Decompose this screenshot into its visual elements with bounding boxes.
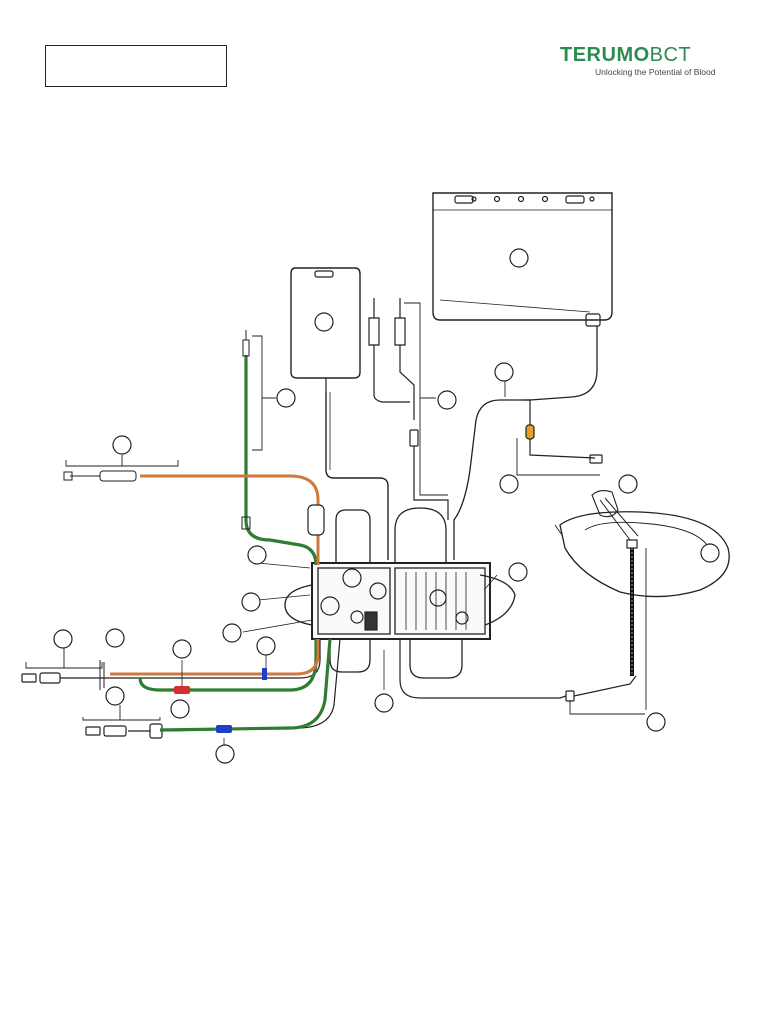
logo-brand-primary: TERUMO xyxy=(560,44,650,66)
terumo-bct-logo: TERUMOBCT Unlocking the Potential of Blo… xyxy=(560,44,730,77)
title-box xyxy=(45,45,227,87)
orange-tube xyxy=(140,474,320,565)
logo-brand-secondary: BCT xyxy=(649,44,692,66)
plasma-bag xyxy=(432,192,613,321)
cassette xyxy=(311,562,491,640)
logo-tagline: Unlocking the Potential of Blood xyxy=(595,67,716,77)
collection-bag xyxy=(290,267,361,379)
green-tube xyxy=(244,355,318,566)
logo-wordmark: TERUMOBCT xyxy=(560,44,730,66)
centrifuge-channel xyxy=(559,511,730,598)
